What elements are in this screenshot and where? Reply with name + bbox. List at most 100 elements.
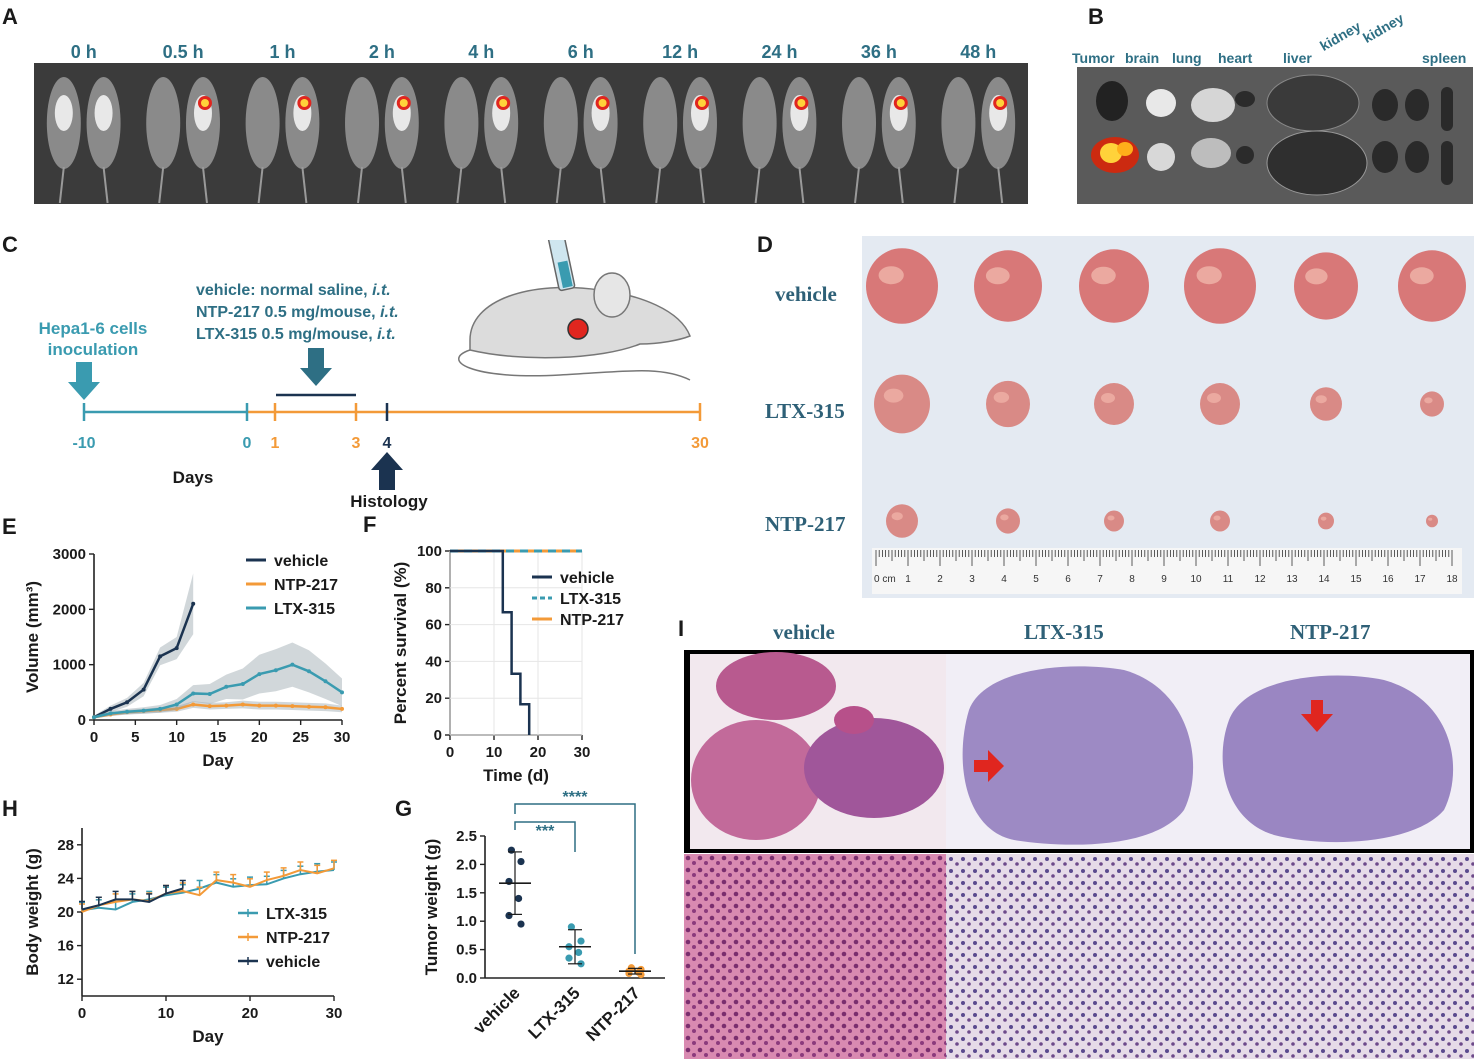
series-point bbox=[191, 702, 196, 707]
series-point bbox=[240, 682, 245, 687]
mouse-injection-icon bbox=[458, 240, 691, 381]
histology-col-ltx: LTX-315 bbox=[1024, 620, 1104, 644]
timepoint-label: 12 h bbox=[662, 42, 699, 62]
mouse-tail bbox=[257, 166, 264, 204]
signal-core bbox=[797, 99, 806, 107]
ruler-number: 15 bbox=[1350, 574, 1362, 585]
tumor-sample bbox=[1184, 248, 1256, 324]
tumor-highlight bbox=[993, 391, 1010, 403]
organ-label: liver bbox=[1283, 50, 1312, 66]
tick-label-m10: -10 bbox=[72, 435, 95, 452]
legend-label: LTX-315 bbox=[266, 906, 327, 923]
tumor-sample bbox=[974, 250, 1042, 322]
data-point bbox=[515, 894, 523, 903]
ruler-number: 6 bbox=[1065, 574, 1071, 585]
series-point bbox=[174, 702, 179, 707]
tumor-sample bbox=[1426, 514, 1438, 528]
tumor-sample bbox=[874, 374, 930, 434]
ruler-number: 17 bbox=[1414, 574, 1426, 585]
ruler-number: 10 bbox=[1190, 574, 1202, 585]
mouse-liver bbox=[54, 95, 73, 131]
y-tick-label: 60 bbox=[425, 617, 442, 634]
series-point bbox=[174, 646, 179, 651]
mouse-tail bbox=[102, 166, 109, 204]
mouse-tail bbox=[655, 166, 662, 204]
y-tick-label: 0 bbox=[78, 712, 86, 729]
timepoint-label: 2 h bbox=[368, 42, 395, 62]
days-label: Days bbox=[173, 468, 214, 487]
series-point bbox=[207, 704, 212, 709]
category-label: vehicle bbox=[470, 983, 524, 1037]
series-line bbox=[93, 663, 343, 719]
ruler-number: 14 bbox=[1318, 574, 1330, 585]
mouse-tail bbox=[698, 166, 705, 204]
category-label: NTP-217 bbox=[582, 983, 644, 1045]
x-tick-label: 10 bbox=[158, 1005, 175, 1022]
mouse-tail bbox=[997, 166, 1004, 204]
x-tick-label: 25 bbox=[292, 729, 309, 746]
series-point bbox=[224, 684, 229, 689]
timepoint-label: 0 h bbox=[70, 42, 97, 62]
tumor-sample bbox=[1210, 510, 1230, 532]
y-tick-label: 80 bbox=[425, 580, 442, 597]
timepoint-label: 36 h bbox=[860, 42, 897, 62]
panel-label-f: F bbox=[363, 512, 377, 537]
y-tick-label: 20 bbox=[425, 690, 442, 707]
data-point bbox=[565, 954, 573, 962]
tumor-highlight bbox=[1196, 266, 1222, 285]
mouse-body bbox=[842, 77, 877, 169]
legend-label: LTX-315 bbox=[560, 591, 621, 608]
row-label-ltx: LTX-315 bbox=[765, 399, 845, 423]
mouse-body bbox=[543, 77, 578, 169]
signal-core bbox=[399, 99, 408, 107]
mouse-tail bbox=[58, 166, 65, 204]
ruler-number: 1 bbox=[905, 574, 911, 585]
mouse-images bbox=[46, 77, 1016, 204]
ruler-number: 5 bbox=[1033, 574, 1039, 585]
panel-label-a: A bbox=[2, 4, 18, 29]
tumor-sample bbox=[1398, 250, 1466, 322]
y-tick-label: 24 bbox=[57, 870, 74, 887]
timepoint-label: 48 h bbox=[960, 42, 997, 62]
histology-detail-drawing bbox=[684, 854, 1474, 1059]
tumor-highlight bbox=[1000, 514, 1009, 521]
ruler-number: 7 bbox=[1097, 574, 1103, 585]
ruler-number: 13 bbox=[1286, 574, 1298, 585]
ruler-number: 3 bbox=[969, 574, 975, 585]
panel-label-d: D bbox=[757, 232, 773, 257]
series-point bbox=[207, 691, 212, 696]
y-tick-label: 1.5 bbox=[456, 885, 477, 902]
mouse-body bbox=[345, 77, 380, 169]
tumor-sample bbox=[1420, 391, 1444, 417]
data-point bbox=[577, 937, 585, 945]
mouse-tail bbox=[400, 166, 407, 204]
timeline-diagram: -10 0 1 3 4 30 Days Histology bbox=[68, 240, 709, 511]
series-point bbox=[323, 679, 328, 684]
series-point bbox=[257, 672, 262, 677]
tumor-highlight bbox=[1207, 393, 1221, 403]
x-tick-label: 0 bbox=[446, 744, 454, 761]
organ-image bbox=[1077, 67, 1473, 204]
data-point bbox=[517, 920, 525, 928]
series-point bbox=[290, 662, 295, 667]
mouse-tail bbox=[500, 166, 507, 204]
legend-label: vehicle bbox=[266, 954, 320, 971]
ruler-number: 2 bbox=[937, 574, 943, 585]
ruler-unit: 0 cm bbox=[874, 574, 896, 585]
treatment-ltx: LTX-315 0.5 mg/mouse, i.t. bbox=[196, 326, 396, 343]
series-point bbox=[92, 715, 96, 720]
category-label: LTX-315 bbox=[525, 983, 584, 1042]
tick-label-1: 1 bbox=[271, 435, 280, 452]
x-axis-label: Time (d) bbox=[483, 766, 549, 785]
tumor-sample bbox=[1079, 249, 1149, 323]
organ-label: spleen bbox=[1422, 50, 1467, 66]
x-tick-label: 15 bbox=[210, 729, 227, 746]
signal-core bbox=[499, 99, 508, 107]
mouse-body bbox=[146, 77, 181, 169]
histology-detail-image bbox=[684, 854, 1474, 1059]
panel-label-i: I bbox=[678, 616, 685, 641]
tumor-highlight bbox=[891, 512, 903, 521]
tick-label-4: 4 bbox=[383, 435, 392, 452]
series-point bbox=[323, 705, 328, 710]
